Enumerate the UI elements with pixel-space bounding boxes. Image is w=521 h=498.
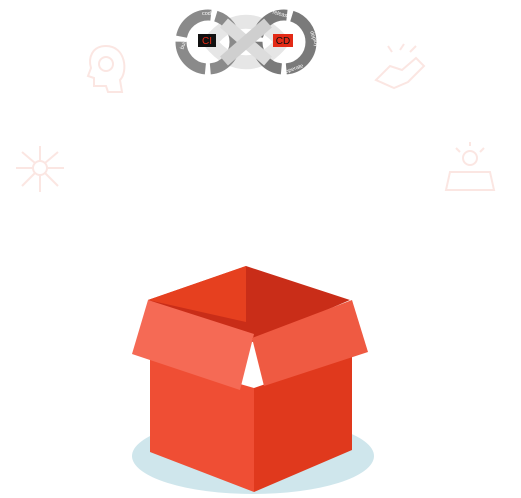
network-icon bbox=[16, 146, 64, 192]
team-icon bbox=[444, 142, 496, 191]
segment-deploy-label: deploy bbox=[308, 30, 319, 48]
box-flap-back-left bbox=[148, 266, 246, 322]
box-front-left bbox=[150, 358, 254, 492]
segment-release-label: release bbox=[272, 10, 291, 20]
box-flap-right bbox=[252, 300, 368, 386]
segment-code-label: code bbox=[202, 11, 214, 17]
segment-build-label: build bbox=[179, 37, 189, 50]
cd-label: CD bbox=[276, 36, 290, 47]
cd-badge bbox=[273, 34, 293, 47]
handshake-icon bbox=[374, 43, 426, 90]
empty-box-icon bbox=[132, 266, 374, 494]
box-front-right bbox=[254, 354, 352, 492]
ci-badge bbox=[198, 34, 216, 47]
box-flap-left bbox=[132, 300, 254, 390]
head-icon bbox=[86, 44, 126, 93]
ci-label: CI bbox=[202, 36, 212, 47]
devops-logo: code build release deploy operate CI CD bbox=[175, 9, 319, 75]
